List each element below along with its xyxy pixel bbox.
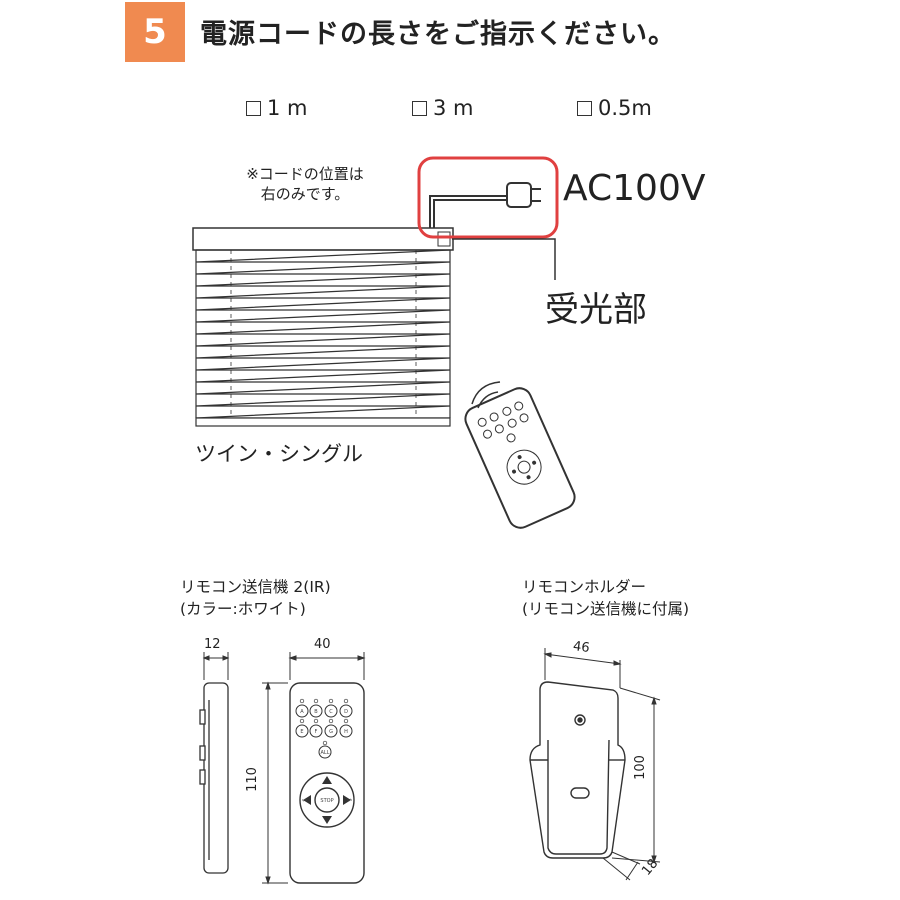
- holder-outline: [529, 681, 626, 859]
- remote-button-label: F: [315, 729, 318, 735]
- remote-button-a: [295, 704, 309, 718]
- holder-caption-line-2: (リモコン送信機に付属): [522, 600, 690, 618]
- remote-button-d: [339, 704, 353, 718]
- step-number-badge: 5: [125, 2, 185, 62]
- remote-button-h: [339, 724, 353, 738]
- checkbox-icon[interactable]: [412, 100, 427, 116]
- holder-height-dimension: [611, 687, 661, 864]
- note-line-2: 右のみです。: [260, 185, 350, 203]
- remote-button-f: [309, 724, 323, 738]
- power-cord: [429, 195, 507, 228]
- remote-button-all: [318, 745, 332, 759]
- power-voltage-label: AC100V: [563, 168, 706, 209]
- remote-button-label: C: [329, 709, 333, 715]
- remote-direction-arrows: [303, 776, 351, 824]
- remote-control-illustration: [464, 387, 576, 529]
- receiver-label: 受光部: [545, 290, 647, 330]
- product-type-label: ツイン・シングル: [195, 442, 363, 466]
- plug-icon: [506, 182, 541, 208]
- checkbox-icon[interactable]: [577, 100, 592, 116]
- option-label: 0.5m: [598, 96, 652, 120]
- remote-side-view: [199, 682, 229, 874]
- remote-button-label: B: [314, 709, 318, 715]
- pleated-blind: [195, 249, 451, 427]
- remote-button-label: G: [329, 729, 333, 735]
- cord-position-note: ※コードの位置は 右のみです。: [220, 164, 390, 204]
- remote-caption: リモコン送信機 2(IR) (カラー:ホワイト): [180, 576, 331, 620]
- remote-button-c: [324, 704, 338, 718]
- remote-caption-line-1: リモコン送信機 2(IR): [180, 578, 331, 596]
- width-dimension-line: [288, 652, 366, 680]
- option-label: 1 m: [267, 96, 308, 120]
- receiver-leader-line: [452, 238, 556, 280]
- remote-button-b: [309, 704, 323, 718]
- remote-height-value: 110: [244, 767, 260, 792]
- signal-waves-icon: [471, 381, 501, 409]
- remote-button-label: D: [344, 709, 348, 715]
- remote-caption-line-2: (カラー:ホワイト): [180, 600, 306, 618]
- remote-button-e: [295, 724, 309, 738]
- option-1m[interactable]: 1 m: [246, 96, 308, 120]
- height-dimension-line: [262, 681, 288, 885]
- checkbox-icon[interactable]: [246, 100, 261, 116]
- note-line-1: ※コードの位置は: [246, 165, 364, 183]
- remote-button-label: H: [344, 729, 348, 735]
- remote-button-group: A B C D E F G H ALL STOP S S: [295, 698, 353, 804]
- holder-width-value: 46: [572, 639, 591, 656]
- depth-dimension-line: [202, 652, 230, 680]
- indicator-dot: [328, 718, 334, 724]
- indicator-dot: [299, 698, 305, 704]
- option-3m[interactable]: 3 m: [412, 96, 474, 120]
- holder-caption: リモコンホルダー (リモコン送信機に付属): [522, 576, 689, 620]
- indicator-dot: [299, 718, 305, 724]
- remote-depth-value: 12: [204, 637, 221, 652]
- holder-height-value: 100: [632, 755, 648, 780]
- holder-depth-dimension: [602, 851, 641, 881]
- cord-highlight: [417, 156, 559, 239]
- stop-button-label: STOP: [320, 798, 333, 804]
- holder-caption-line-1: リモコンホルダー: [522, 578, 647, 596]
- holder-width-dimension: [543, 648, 622, 688]
- indicator-dot: [322, 740, 328, 746]
- tilt-label: S: [303, 798, 309, 801]
- option-0-5m[interactable]: 0.5m: [577, 96, 652, 120]
- tilt-label: S: [346, 798, 352, 801]
- indicator-dot: [328, 698, 334, 704]
- remote-button-label: E: [300, 729, 303, 735]
- indicator-dot: [313, 698, 319, 704]
- remote-button-label: ALL: [321, 750, 330, 756]
- step-title: 電源コードの長さをご指示ください。: [200, 19, 676, 50]
- indicator-dot: [343, 718, 349, 724]
- indicator-dot: [343, 698, 349, 704]
- remote-button-label: A: [300, 709, 304, 715]
- indicator-dot: [313, 718, 319, 724]
- option-label: 3 m: [433, 96, 474, 120]
- remote-width-value: 40: [314, 637, 331, 652]
- remote-button-g: [324, 724, 338, 738]
